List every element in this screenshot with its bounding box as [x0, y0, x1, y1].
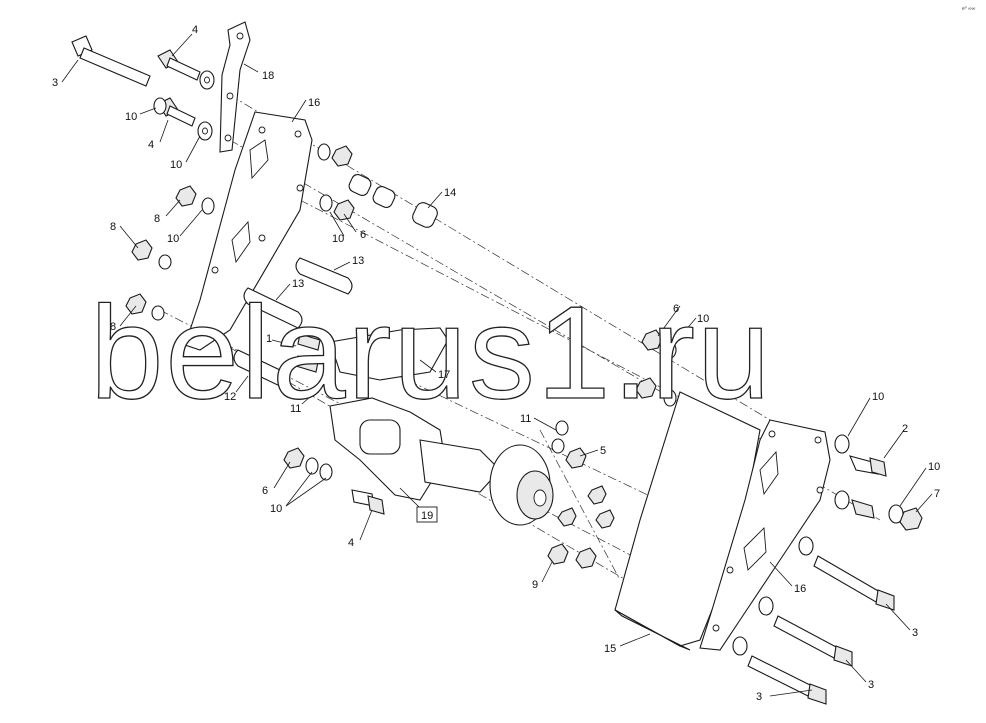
- callout-10-f: 10: [270, 503, 282, 515]
- callout-4-bottom: 4: [348, 537, 354, 549]
- callout-8-b: 8: [110, 221, 116, 233]
- callout-13-a: 13: [352, 255, 364, 267]
- callout-10-e: 10: [872, 391, 884, 403]
- callout-18: 18: [262, 70, 274, 82]
- callout-13-b: 13: [292, 278, 304, 290]
- fasteners-right: [834, 434, 923, 531]
- tubes-part-13: [233, 257, 353, 389]
- callout-16-right: 16: [794, 583, 806, 595]
- callout-6-a: 6: [360, 229, 366, 241]
- callout-1: 1: [266, 333, 272, 345]
- bolt-part-3-top: [71, 35, 151, 87]
- callout-11-b: 11: [520, 413, 531, 425]
- callout-box-19: [416, 506, 438, 523]
- nuts-part-5-9: [547, 420, 615, 569]
- bracket-part-17: [295, 327, 449, 381]
- nuts-part-8: [125, 185, 197, 315]
- callout-19: 19: [421, 510, 433, 522]
- callout-7: 7: [934, 488, 940, 500]
- callout-9: 9: [532, 579, 538, 591]
- strap-part-18: [219, 21, 251, 153]
- spacers-part-14: [317, 143, 438, 228]
- long-bolts-part-3: [732, 536, 895, 705]
- cover-part-15: [614, 391, 761, 651]
- callout-11-a: 11: [290, 403, 301, 415]
- callout-3-c: 3: [756, 691, 762, 703]
- callout-5: 5: [600, 445, 606, 457]
- leader-lines: [61, 33, 933, 697]
- callout-2: 2: [902, 423, 908, 435]
- callout-17: 17: [438, 369, 450, 381]
- corner-mark: e⁰ ∞∞: [962, 6, 976, 12]
- lever-part-19: [329, 397, 501, 501]
- callout-10-g: 10: [928, 461, 940, 473]
- callout-labels: 3 4 18 10 4 16 10 14 8 10 10 6 8 13 13 8…: [52, 24, 940, 703]
- callout-10-a: 10: [125, 111, 137, 123]
- callout-4-mid: 4: [148, 139, 154, 151]
- callout-3-top: 3: [52, 77, 58, 89]
- callout-10-b: 10: [170, 159, 182, 171]
- plate-part-16-right: [699, 419, 831, 651]
- bolt-part-4-upper: [157, 49, 201, 81]
- callout-6-b: 6: [262, 485, 268, 497]
- callout-10-d: 10: [332, 233, 344, 245]
- bolt-part-4-bottom: [351, 489, 385, 515]
- callout-3-b: 3: [868, 679, 874, 691]
- callout-15: 15: [604, 643, 616, 655]
- callout-10-right: 10: [697, 313, 709, 325]
- callout-3-a: 3: [912, 627, 918, 639]
- watermark-text: belarus1.ru: [90, 279, 772, 426]
- callout-6-right: 6: [673, 303, 679, 315]
- callout-14: 14: [444, 187, 456, 199]
- washers-left-column: [151, 70, 215, 321]
- callout-16-left: 16: [308, 97, 320, 109]
- nuts-right-upper: [635, 329, 677, 407]
- callout-10-c: 10: [167, 233, 179, 245]
- callout-8-c: 8: [110, 321, 116, 333]
- hub-part-5: [489, 444, 554, 526]
- callout-4-top: 4: [192, 24, 198, 36]
- callout-8-a: 8: [154, 213, 160, 225]
- callout-12: 12: [224, 391, 236, 403]
- washers-lower-left: [283, 447, 333, 481]
- plate-part-16-left: [184, 111, 313, 351]
